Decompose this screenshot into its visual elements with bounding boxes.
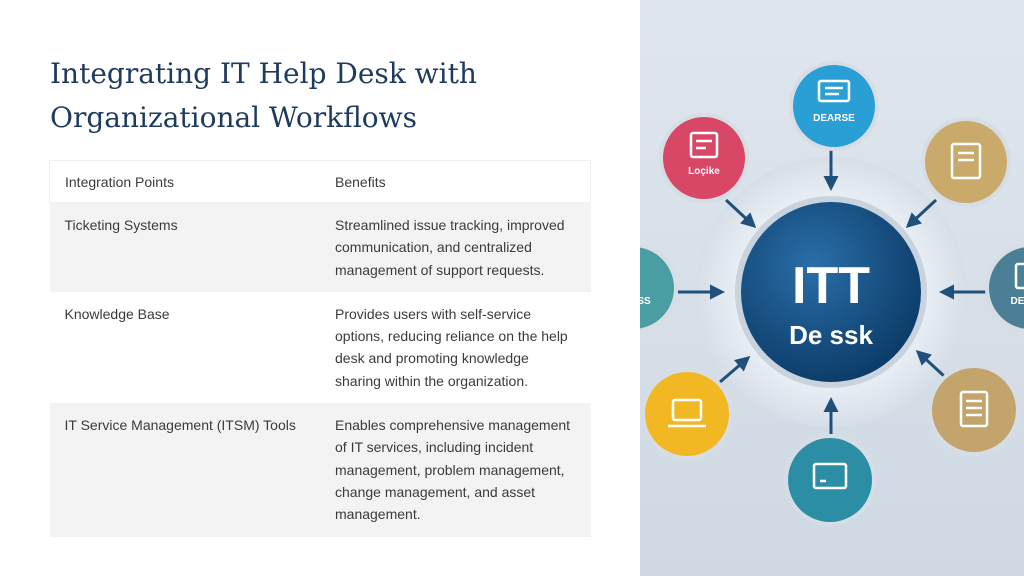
node-left: SS [640,243,678,333]
node-top-left: Loçike [659,113,749,203]
integration-point-cell: Ticketing Systems [49,202,335,292]
header-integration-points: Integration Points [65,173,174,190]
node-bottom [784,434,876,526]
monitor-icon [817,79,851,103]
node-bottom-left [641,368,733,460]
table-row: Ticketing Systems Streamlined issue trac… [49,202,591,292]
benefit-cell: Streamlined issue tracking, improved com… [335,202,591,292]
node-top: DEARSE [789,61,879,151]
list-document-icon [959,390,989,428]
node-bottom-right [928,364,1020,456]
benefit-cell: Provides users with self-service options… [335,291,591,404]
tablet-icon [950,142,982,180]
it-help-desk-hub-illustration: ITT De ssk DEARSE Loçike [640,0,1024,576]
node-label-top-left: Loçike [688,166,720,177]
arrow-top-right [905,198,938,229]
computer-icon [812,462,848,490]
hub-title: ITT [792,257,870,315]
slide-title: Integrating IT Help Desk with Organizati… [50,57,477,134]
benefit-cell: Enables comprehensive management of IT s… [335,403,591,537]
node-label-right: DEPA [1010,296,1024,307]
node-label-top: DEARSE [813,113,855,124]
node-right: DEPA [985,243,1024,333]
hub-subtitle: De ssk [789,320,873,350]
file-icon [1014,262,1024,290]
integration-point-cell: IT Service Management (ITSM) Tools [49,403,335,537]
table-row: IT Service Management (ITSM) Tools Enabl… [49,403,591,537]
arrow-bottom-right [915,349,946,378]
table-header-row: Integration Points Benefits [49,160,591,203]
table-row: Knowledge Base Provides users with self-… [49,291,591,404]
node-label-left: SS [640,296,651,307]
integration-table: Integration Points Benefits Ticketing Sy… [49,160,591,537]
integration-point-cell: Knowledge Base [49,291,335,404]
hub-node: ITT De ssk [735,196,927,388]
arrow-top-left [724,198,757,229]
arrow-bottom-left [719,356,751,384]
document-icon [689,131,719,159]
node-top-right [921,117,1011,207]
header-benefits: Benefits [335,173,386,190]
connector-arrows [678,148,986,434]
laptop-icon [668,398,706,428]
